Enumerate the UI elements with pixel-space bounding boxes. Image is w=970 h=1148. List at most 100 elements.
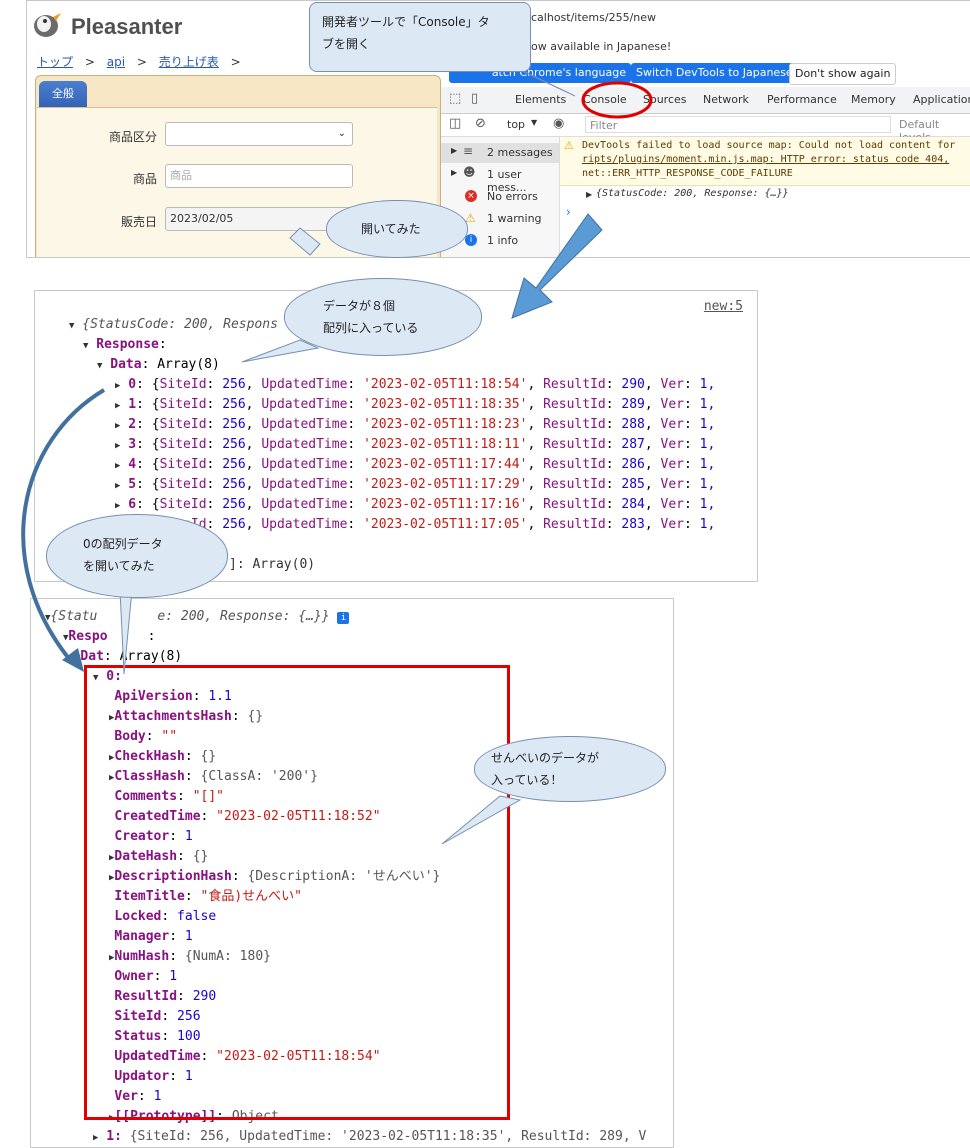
breadcrumb-api[interactable]: api — [106, 55, 126, 69]
collapse-arrow-icon: ▼ — [83, 341, 89, 351]
expand-arrow-icon: ▶ — [115, 421, 121, 431]
sidebar-item-user-messages[interactable]: ▶ ☻ 1 user mess... — [441, 165, 559, 194]
array-row[interactable]: ▶ 2: {SiteId: 256, UpdatedTime: '2023-02… — [115, 417, 716, 432]
console-log-object[interactable]: {StatusCode: 200, Response: {…}} — [596, 188, 789, 199]
tab-network[interactable]: Network — [703, 93, 749, 106]
expand-arrow-icon[interactable]: ▶ — [586, 190, 593, 199]
property-row[interactable]: ▶ResultId: 290 — [114, 989, 217, 1004]
expand-arrow-icon: ▶ — [115, 441, 121, 451]
tab-sources[interactable]: Sources — [643, 93, 687, 106]
sidebar-item-messages[interactable]: ▶ ≡ 2 messages — [441, 143, 559, 163]
item-0-line[interactable]: ▼ 0: — [93, 667, 122, 688]
context-selector[interactable]: top — [507, 118, 526, 131]
array-row[interactable]: ▶ 0: {SiteId: 256, UpdatedTime: '2023-02… — [115, 377, 716, 392]
row-ver: 1, — [699, 457, 716, 472]
console-filter-input[interactable]: Filter — [585, 116, 891, 133]
property-row[interactable]: ▶Updator: 1 — [114, 1069, 193, 1084]
row-updated-time: '2023-02-05T11:18:11' — [363, 437, 528, 452]
inspect-icon[interactable]: ⬚ — [449, 91, 462, 106]
tab-performance[interactable]: Performance — [767, 93, 837, 106]
warning-link[interactable]: ripts/plugins/moment.min.js.map: HTTP er… — [582, 154, 950, 165]
property-row[interactable]: ▶Creator: 1 — [114, 829, 193, 844]
product-input[interactable]: 商品 — [165, 164, 353, 188]
data-line[interactable]: ▼Dat: Array(8) — [75, 647, 182, 668]
switch-devtools-japanese-button[interactable]: Switch DevTools to Japanese — [631, 63, 798, 83]
console-prompt-icon[interactable]: › — [566, 205, 571, 219]
sidebar-item-warnings[interactable]: ⚠ 1 warning — [441, 209, 559, 229]
property-row[interactable]: ▶UpdatedTime: "2023-02-05T11:18:54" — [114, 1049, 381, 1064]
sidebar-toggle-icon[interactable]: ◫ — [449, 116, 462, 131]
sidebar-item-errors[interactable]: × No errors — [441, 187, 559, 207]
data-line[interactable]: ▼ Data: Array(8) — [97, 357, 220, 372]
property-row[interactable]: ▶Locked: false — [114, 909, 217, 924]
sales-date-input[interactable]: 2023/02/05 — [165, 207, 353, 231]
response-line[interactable]: ▼Respo: — [63, 629, 156, 644]
expand-arrow-icon: ▶ — [93, 1133, 99, 1143]
console-expanded-panel: new:5 ▼ {StatusCode: 200, Respons ▼ Resp… — [34, 290, 758, 582]
property-row[interactable]: ▶DateHash: {} — [109, 849, 209, 864]
property-row[interactable]: ▶ApiVersion: 1.1 — [114, 689, 232, 704]
dont-show-again-button[interactable]: Don't show again — [789, 63, 897, 85]
tab-general[interactable]: 全般 — [39, 81, 87, 107]
property-row[interactable]: ▶ItemTitle: "食品)せんべい" — [114, 889, 303, 904]
tab-application[interactable]: Application — [913, 93, 970, 106]
property-row[interactable]: ▶Manager: 1 — [114, 929, 193, 944]
property-row[interactable]: ▶Ver: 1 — [114, 1089, 162, 1104]
breadcrumb-top[interactable]: トップ — [37, 55, 74, 69]
property-row[interactable]: ▶SiteId: 256 — [114, 1009, 201, 1024]
array-row[interactable]: ▶ 3: {SiteId: 256, UpdatedTime: '2023-02… — [115, 437, 716, 452]
category-select[interactable]: ⌄ — [165, 122, 353, 146]
warning-line: DevTools failed to load source map: Coul… — [582, 140, 956, 151]
array-row[interactable]: ▶ 1: {SiteId: 256, UpdatedTime: '2023-02… — [115, 397, 716, 412]
collapse-arrow-icon: ▼ — [69, 321, 75, 331]
row-index: 6 — [128, 497, 137, 512]
prototype-line[interactable]: ]: Array(0) — [229, 557, 316, 572]
item-1-line[interactable]: ▶ 1: {SiteId: 256, UpdatedTime: '2023-02… — [93, 1127, 646, 1147]
data-key: Data — [110, 357, 142, 372]
device-toolbar-icon[interactable]: ▯ — [471, 91, 479, 106]
callout-open-console: 開発者ツールで「Console」タ ブを開く — [309, 2, 531, 72]
source-link[interactable]: new:5 — [703, 299, 743, 314]
property-value: 1 — [169, 969, 178, 984]
row-updated-time: '2023-02-05T11:17:16' — [363, 497, 528, 512]
property-row[interactable]: ▶Body: "" — [114, 729, 178, 744]
breadcrumb-sales[interactable]: 売り上げ表 — [158, 55, 219, 69]
row-result-id: 285 — [621, 477, 645, 492]
property-row[interactable]: ▶Status: 100 — [114, 1029, 201, 1044]
property-row[interactable]: ▶CreatedTime: "2023-02-05T11:18:52" — [114, 809, 381, 824]
response-line[interactable]: ▼ Response: — [83, 337, 167, 352]
row-index: 0 — [128, 377, 137, 392]
property-row[interactable]: ▶NumHash: {NumA: 180} — [109, 949, 271, 964]
property-row[interactable]: ▶Owner: 1 — [114, 969, 178, 984]
row-result-id: 283 — [621, 517, 645, 532]
clear-console-icon[interactable]: ⊘ — [475, 116, 486, 131]
breadcrumb: トップ > api > 売り上げ表 > — [37, 53, 249, 70]
root-object-line[interactable]: ▼ {StatusCode: 200, Respons — [69, 315, 278, 336]
devtools-tab-bar: ⬚ ▯ Elements Console Sources Network Per… — [441, 87, 970, 114]
property-row[interactable]: ▶Comments: "[]" — [114, 789, 225, 804]
pleasanter-logo[interactable]: Pleasanter — [31, 7, 231, 41]
property-row[interactable]: ▶ClassHash: {ClassA: '200'} — [109, 769, 318, 784]
sidebar-item-info[interactable]: i 1 info — [441, 231, 559, 251]
callout-eight-items: データが８個 配列に入っている — [284, 278, 482, 356]
array-row[interactable]: ▶ 5: {SiteId: 256, UpdatedTime: '2023-02… — [115, 477, 716, 492]
tab-console[interactable]: Console — [583, 93, 627, 106]
property-row[interactable]: ▶DescriptionHash: {DescriptionA: 'せんべい'} — [109, 869, 441, 884]
expand-arrow-icon: ▶ — [109, 853, 115, 863]
property-value: false — [177, 909, 217, 924]
array-row[interactable]: ▶ 4: {SiteId: 256, UpdatedTime: '2023-02… — [115, 457, 716, 472]
curved-arrow — [21, 388, 106, 662]
eye-icon[interactable]: ◉ — [553, 116, 565, 131]
callout-opened: 開いてみた — [326, 200, 468, 258]
property-row[interactable]: ▶AttachmentsHash: {} — [109, 709, 264, 724]
row-ver: 1, — [699, 377, 716, 392]
breadcrumb-sep: > — [230, 55, 241, 69]
tab-memory[interactable]: Memory — [851, 93, 896, 106]
property-row[interactable]: ▶CheckHash: {} — [109, 749, 217, 764]
array-row[interactable]: ▶ 6: {SiteId: 256, UpdatedTime: '2023-02… — [115, 497, 716, 512]
property-value: 256 — [177, 1009, 201, 1024]
tab-elements[interactable]: Elements — [515, 93, 567, 106]
item-index: 0: — [106, 669, 122, 684]
